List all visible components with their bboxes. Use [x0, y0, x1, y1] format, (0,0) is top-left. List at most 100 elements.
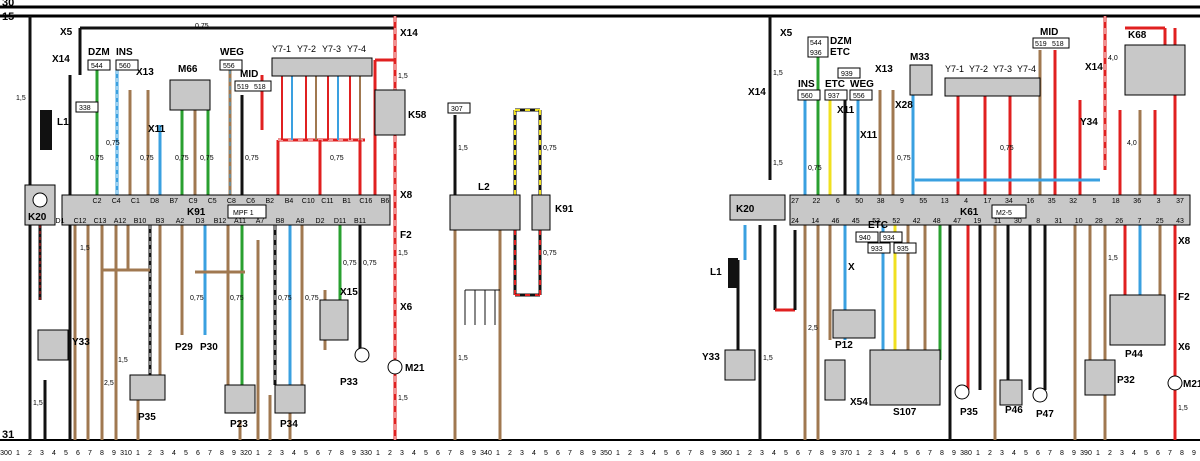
x11-right-label: X11 — [860, 130, 878, 141]
p35-left-box — [129, 374, 166, 401]
wire-gauge-a11: 0,75 — [230, 295, 244, 302]
ruler-tick-label: 4 — [772, 450, 776, 457]
ruler-tick-label: 2 — [148, 450, 152, 457]
p12-box — [832, 309, 876, 339]
ecu-pin-label: 6 — [836, 198, 840, 205]
ruler-tick-label: 9 — [112, 450, 116, 457]
k20-right-label: K20 — [736, 204, 755, 215]
ecu-pin-label: C13 — [94, 218, 107, 225]
ruler-tick-label: 6 — [436, 450, 440, 457]
ecu-k61-connector: M2-5 — [996, 210, 1012, 217]
wire-gauge-x8: 1,5 — [398, 250, 408, 257]
ruler-tick-label: 1 — [496, 450, 500, 457]
ruler-tick-label: 1 — [136, 450, 140, 457]
ruler-tick-label: 320 — [240, 450, 252, 457]
x11-mid-label: X11 — [837, 105, 855, 116]
tag-560-right-box — [797, 89, 821, 101]
tag-560-left-box — [115, 59, 139, 71]
ruler-tick-label: 8 — [220, 450, 224, 457]
ecu-k91-name: K91 — [187, 207, 206, 218]
ruler-tick-label: 1 — [16, 450, 20, 457]
y34-label: Y34 — [1080, 117, 1098, 128]
k20-left-symbol — [32, 192, 48, 208]
ruler-tick-label: 7 — [928, 450, 932, 457]
ecu-pin-label: B3 — [156, 218, 165, 225]
x13-right-label: X13 — [875, 64, 893, 75]
ecu-k61-name: K61 — [960, 207, 979, 218]
m66-box — [169, 79, 211, 111]
wire-gauge-k68-a: 4,0 — [1108, 55, 1118, 62]
ecu-k61-body — [789, 194, 1191, 226]
s107-box — [869, 349, 941, 406]
left-wiring — [28, 16, 397, 440]
wire-gauge-m21-right: 1,5 — [1178, 405, 1188, 412]
tag-939: 939 — [841, 71, 853, 78]
tag-544-right: 544 — [810, 40, 822, 47]
ruler-tick-label: 5 — [64, 450, 68, 457]
tag-weg-left: WEG — [220, 47, 244, 58]
x14-c-label: X14 — [748, 87, 766, 98]
l2-label: L2 — [478, 182, 490, 193]
ruler-tick-label: 4 — [652, 450, 656, 457]
ecu-pin-label: 19 — [974, 218, 982, 225]
ruler-tick-label: 5 — [784, 450, 788, 457]
tag-937-box — [824, 89, 848, 101]
ruler-tick-label: 5 — [904, 450, 908, 457]
ruler-tick-label: 2 — [988, 450, 992, 457]
tag-mid-right: MID — [1040, 27, 1058, 38]
k58-label: K58 — [408, 110, 427, 121]
ruler-tick-label: 8 — [580, 450, 584, 457]
ecu-pin-label: 36 — [1133, 198, 1141, 205]
ecu-k91-connector-tag — [227, 204, 267, 219]
ecu-pin-label: 13 — [941, 198, 949, 205]
ruler-tick-label: 2 — [748, 450, 752, 457]
wire-gauge-b8: 0,75 — [278, 295, 292, 302]
ecu-pin-label: 25 — [1156, 218, 1164, 225]
ecu-pin-label: A7 — [256, 218, 265, 225]
k91-mid-box — [531, 194, 551, 231]
ecu-pin-label: C10 — [302, 198, 315, 205]
wire-gauge-y33-right: 1,5 — [763, 355, 773, 362]
tag-mid-right-box — [1032, 37, 1070, 49]
ecu-k91: K91 MPF 1 — [61, 194, 391, 226]
y33-left-box — [37, 329, 69, 361]
tag-307-box — [447, 102, 471, 114]
l2-box — [449, 194, 521, 231]
ecu-k91-body — [61, 194, 391, 226]
x6-right-label: X6 — [1178, 342, 1191, 353]
wire-gauge-l2-out: 1,5 — [458, 355, 468, 362]
x14-d-label: X14 — [1085, 62, 1103, 73]
ruler-tick-label: 390 — [1080, 450, 1092, 457]
ruler-tick-label: 4 — [532, 450, 536, 457]
ruler-tick-label: 5 — [424, 450, 428, 457]
wire-gauge-d1: 1,5 — [80, 245, 90, 252]
x14-a-label: X14 — [52, 54, 70, 65]
ruler-tick-label: 9 — [472, 450, 476, 457]
components: K20 L1 M66 Y7-1 Y7-2 Y7-3 Y7-4 K58 Y33 P… — [24, 30, 1200, 430]
p29-label: P29 — [175, 342, 193, 353]
tag-dzm-right: DZM — [830, 36, 852, 47]
ecu-k61: K61 M2-5 — [789, 194, 1191, 226]
injector-left-2: Y7-2 — [297, 44, 316, 54]
wire-gauge-c5: 0,75 — [175, 155, 189, 162]
ruler-tick-label: 9 — [1192, 450, 1196, 457]
l1-left-coil — [40, 110, 52, 150]
tag-935: 935 — [897, 246, 909, 253]
ruler-tick-label: 6 — [76, 450, 80, 457]
x8-left-label: X8 — [400, 190, 413, 201]
ecu-pin-label: 32 — [1069, 198, 1077, 205]
ruler-tick-label: 7 — [1168, 450, 1172, 457]
ecu-pin-label: C12 — [74, 218, 87, 225]
ecu-pin-label: 7 — [1138, 218, 1142, 225]
ruler-tick-label: 380 — [960, 450, 972, 457]
ruler-tick-label: 7 — [1048, 450, 1052, 457]
m66-label: M66 — [178, 64, 198, 75]
ecu-k61-connector-tag — [991, 204, 1027, 219]
ecu-pin-label: C9 — [189, 198, 198, 205]
tag-940: 940 — [859, 235, 871, 242]
ruler-tick-label: 7 — [808, 450, 812, 457]
ruler-tick-label: 9 — [712, 450, 716, 457]
